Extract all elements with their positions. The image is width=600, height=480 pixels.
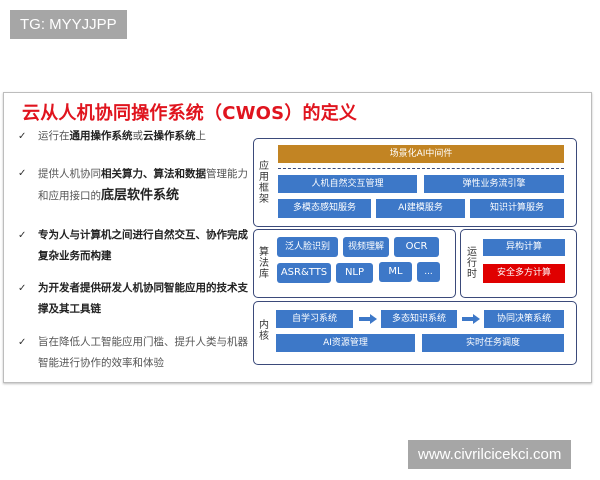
bullet-item: ✓ 为开发者提供研发人机协同智能应用的技术支撑及其工具链 bbox=[18, 278, 258, 320]
check-icon: ✓ bbox=[18, 230, 27, 241]
algorithm-library-group: 算法库 泛人脸识别 视频理解 OCR ASR&TTS NLP ML ... bbox=[253, 229, 456, 298]
runtime-box: 异构计算 bbox=[483, 239, 565, 256]
app-box: 弹性业务流引擎 bbox=[424, 175, 564, 193]
algo-box: ASR&TTS bbox=[277, 263, 331, 283]
slide-title: 云从人机协同操作系统（CWOS）的定义 bbox=[22, 103, 358, 124]
app-box: 知识计算服务 bbox=[470, 199, 564, 218]
check-icon: ✓ bbox=[18, 337, 27, 348]
check-icon: ✓ bbox=[18, 283, 27, 294]
slide: 云从人机协同操作系统（CWOS）的定义 ✓ 运行在通用操作系统或云操作系统上 ✓… bbox=[3, 92, 592, 383]
runtime-label: 运行时 bbox=[467, 247, 477, 280]
algo-box: OCR bbox=[394, 237, 439, 257]
runtime-group: 运行时 异构计算 安全多方计算 bbox=[460, 229, 577, 298]
algo-box: ... bbox=[417, 262, 440, 282]
app-box: 多模态感知服务 bbox=[278, 199, 371, 218]
bullet-item: ✓ 旨在降低人工智能应用门槛、提升人类与机器智能进行协作的效率和体验 bbox=[18, 332, 258, 374]
dashed-divider bbox=[278, 168, 564, 169]
bullet-item: ✓ 专为人与计算机之间进行自然交互、协作完成复杂业务而构建 bbox=[18, 225, 258, 267]
algo-box: ML bbox=[379, 262, 412, 282]
watermark-top: TG: MYYJJPP bbox=[10, 10, 127, 39]
algo-box: NLP bbox=[336, 263, 373, 283]
kernel-box: 多态知识系统 bbox=[381, 310, 457, 328]
algo-box: 泛人脸识别 bbox=[277, 237, 338, 257]
kernel-box: AI资源管理 bbox=[276, 334, 415, 352]
check-icon: ✓ bbox=[18, 131, 27, 142]
kernel-box: 协同决策系统 bbox=[484, 310, 564, 328]
algorithm-library-label: 算法库 bbox=[259, 247, 269, 280]
bullet-item: ✓ 提供人机协同相关算力、算法和数据管理能力和应用接口的底层软件系统 bbox=[18, 163, 258, 207]
watermark-bottom: www.civrilcicekci.com bbox=[408, 440, 572, 469]
kernel-group: 内核 自学习系统 多态知识系统 协同决策系统 AI资源管理 实时任务调度 bbox=[253, 301, 577, 365]
kernel-label: 内核 bbox=[259, 320, 269, 342]
bullet-item: ✓ 运行在通用操作系统或云操作系统上 bbox=[18, 126, 258, 147]
runtime-box-highlight: 安全多方计算 bbox=[483, 264, 565, 283]
arrow-right-icon bbox=[359, 314, 377, 324]
kernel-box: 实时任务调度 bbox=[422, 334, 564, 352]
middleware-box: 场景化AI中间件 bbox=[278, 145, 564, 163]
app-framework-label: 应用框架 bbox=[259, 161, 269, 205]
algo-box: 视频理解 bbox=[343, 237, 389, 257]
kernel-box: 自学习系统 bbox=[276, 310, 353, 328]
arrow-right-icon bbox=[462, 314, 480, 324]
check-icon: ✓ bbox=[18, 168, 27, 179]
app-box: AI建模服务 bbox=[376, 199, 465, 218]
app-box: 人机自然交互管理 bbox=[278, 175, 417, 193]
app-framework-group: 应用框架 场景化AI中间件 人机自然交互管理 弹性业务流引擎 多模态感知服务 A… bbox=[253, 138, 577, 227]
